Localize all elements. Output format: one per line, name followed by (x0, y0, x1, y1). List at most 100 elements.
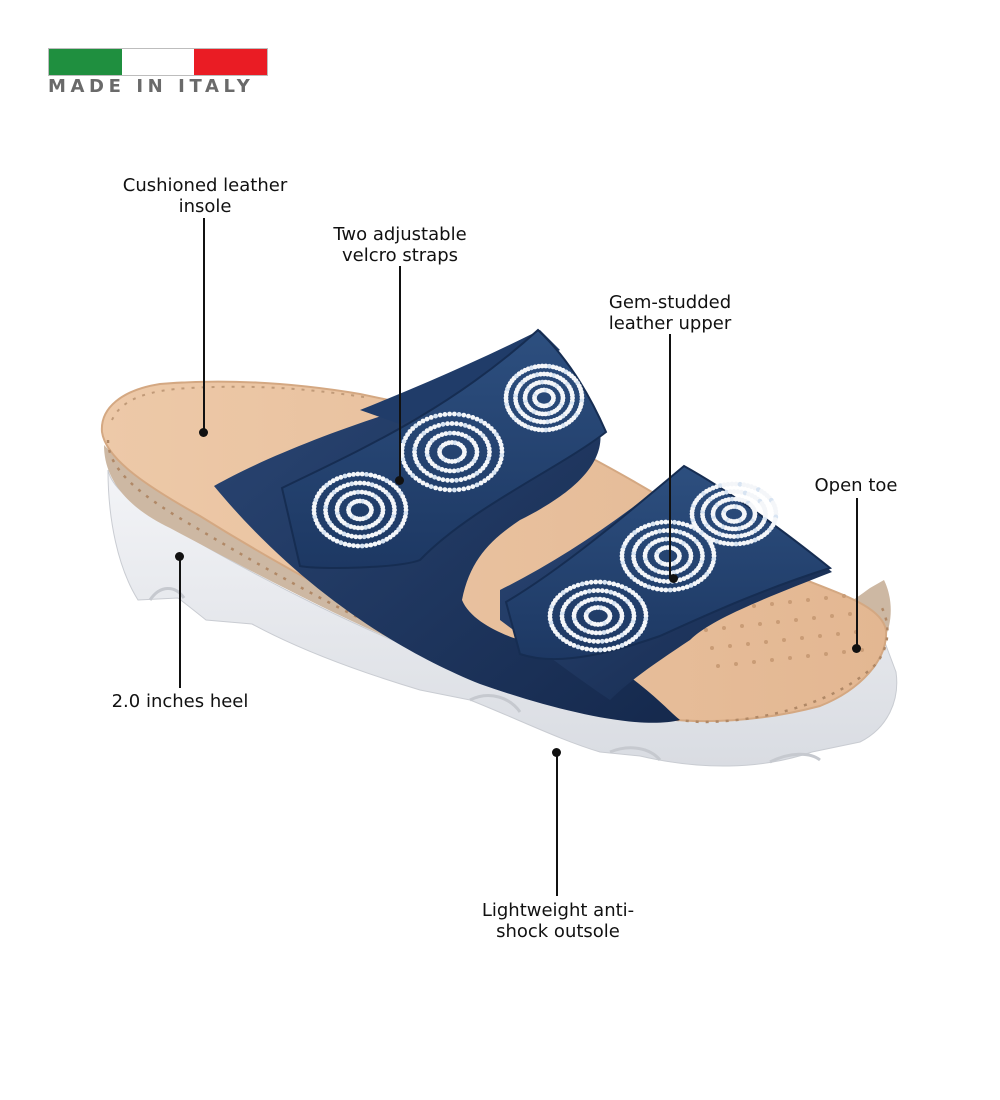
rhinestone (435, 433, 441, 439)
rhinestone (724, 533, 729, 539)
rhinestone (591, 638, 597, 644)
rhinestone (355, 471, 361, 477)
rhinestone (575, 582, 581, 588)
rhinestone (671, 570, 676, 575)
callout-insole-line-2: insole (178, 196, 232, 217)
rhinestone (711, 550, 717, 556)
rhinestone (341, 531, 347, 537)
rhinestone (539, 363, 545, 369)
rhinestone (593, 579, 599, 585)
rhinestone (597, 647, 603, 653)
rhinestone (605, 629, 610, 634)
rhinestone (363, 490, 368, 495)
rhinestone (403, 507, 409, 513)
rhinestone (467, 474, 472, 480)
perforation-hole (770, 602, 774, 606)
rhinestone (717, 483, 723, 488)
rhinestone (348, 491, 354, 496)
rhinestone (345, 532, 351, 538)
rhinestone (619, 610, 625, 616)
rhinestone (407, 429, 413, 434)
rhinestone (638, 525, 644, 531)
rhinestone (543, 363, 549, 369)
perforation-hole (860, 648, 864, 652)
rhinestone (604, 588, 609, 594)
rhinestone (591, 588, 597, 594)
rhinestone (536, 363, 541, 369)
rhinestone (410, 473, 416, 478)
rhinestone (586, 598, 591, 603)
rhinestone (413, 475, 419, 481)
rhinestone (399, 446, 405, 451)
rhinestone (741, 482, 747, 488)
perforation-hole (836, 632, 840, 636)
callout-toe-dot (852, 644, 861, 653)
callout-insole-line-1: Cushioned leather (122, 175, 288, 196)
rhinestone (355, 489, 361, 495)
rhinestone (578, 636, 584, 641)
rhinestone (499, 446, 505, 451)
rhinestone (447, 487, 452, 493)
rhinestone (353, 480, 359, 486)
rhinestone (330, 478, 336, 484)
rhinestone (368, 472, 374, 478)
flag-stripe-red (194, 49, 268, 75)
rhinestone (456, 487, 462, 492)
callout-outsole-line-1: Lightweight anti- (481, 900, 635, 921)
rhinestone (680, 521, 686, 527)
rhinestone (726, 497, 732, 502)
rhinestone (499, 449, 505, 455)
rhinestone (543, 427, 549, 433)
rhinestone (346, 542, 352, 548)
rhinestone (442, 412, 448, 417)
rhinestone (352, 490, 357, 495)
rhinestone (538, 371, 543, 377)
rhinestone (650, 585, 656, 591)
rhinestone (672, 519, 677, 525)
rhinestone (470, 415, 476, 420)
rhinestone (673, 528, 679, 534)
rhinestone (461, 412, 467, 418)
rhinestone (615, 644, 621, 650)
perforation-hole (710, 646, 714, 650)
rhinestone (604, 638, 609, 644)
rhinestone (424, 482, 430, 488)
rhinestone (357, 480, 363, 486)
rhinestone (578, 591, 584, 596)
perforation-hole (722, 626, 726, 630)
rhinestone (567, 585, 573, 591)
rhinestone (650, 521, 656, 527)
callout-toe-line-1: Open toe (814, 475, 898, 496)
rhinestone (587, 638, 592, 644)
rhinestone (443, 431, 449, 436)
perforation-hole (716, 664, 720, 668)
callout-insole-dot (199, 428, 208, 437)
rhinestone (749, 484, 754, 490)
rhinestone (433, 485, 438, 491)
rhinestone (606, 580, 612, 586)
rhinestone (373, 483, 379, 489)
rhinestone (416, 420, 422, 426)
rhinestone (688, 550, 694, 556)
rhinestone (669, 528, 675, 534)
callout-straps-dot (395, 476, 404, 485)
callout-insole: Cushioned leather insole (120, 175, 290, 217)
rhinestone (437, 412, 443, 418)
rhinestone (334, 476, 340, 482)
rhinestone (589, 630, 595, 635)
rhinestone (606, 646, 612, 652)
rhinestone (653, 529, 659, 535)
rhinestone (567, 641, 573, 647)
rhinestone (541, 371, 547, 377)
perforation-hole (704, 628, 708, 632)
callout-upper-line-2: leather upper (608, 313, 732, 334)
rhinestone (451, 468, 457, 474)
rhinestone (428, 473, 434, 478)
rhinestone (727, 533, 733, 539)
rhinestone (486, 446, 492, 451)
rhinestone (488, 473, 494, 478)
rhinestone (432, 474, 437, 480)
callout-upper-line-1: Gem-studded (608, 292, 732, 313)
rhinestone (338, 485, 343, 491)
